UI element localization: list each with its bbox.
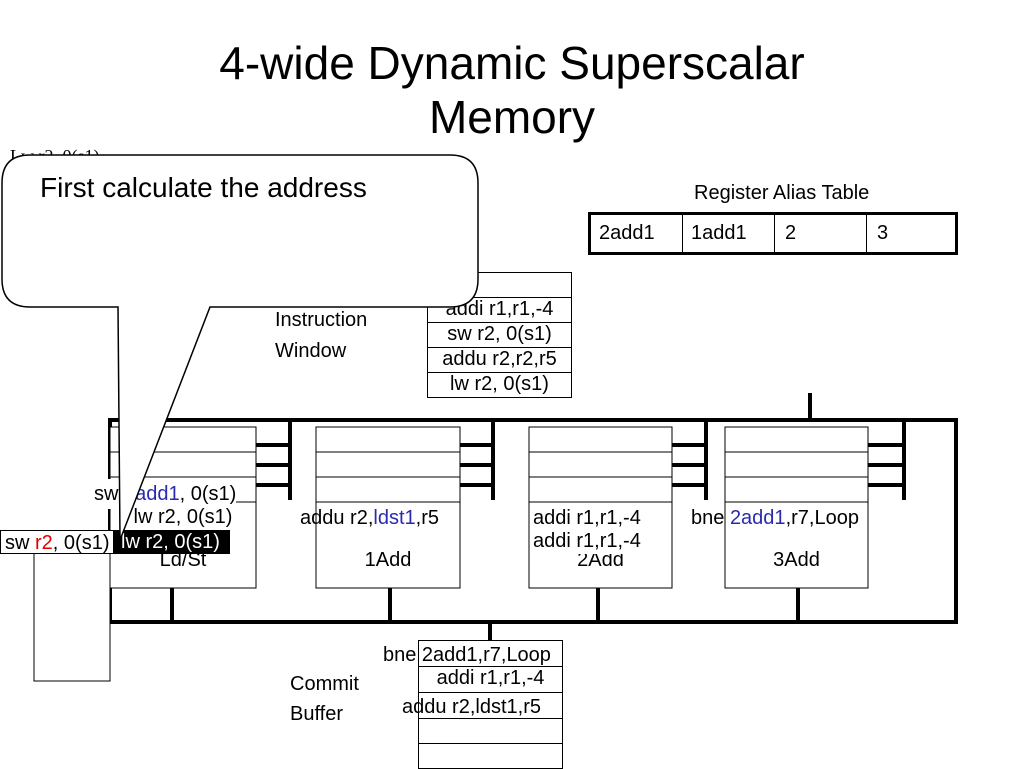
rat-label: Register Alias Table bbox=[694, 182, 870, 204]
store-output-reg: r2 bbox=[35, 532, 53, 554]
ldst-executing-entry: lw r2, 0(s1) bbox=[113, 530, 230, 554]
store-buffer-box bbox=[33, 549, 111, 682]
add3-entry: bne 2add1,r7,Loop bbox=[691, 507, 859, 529]
unit-1add-box bbox=[315, 426, 461, 589]
commit-entry-2: addu r2,ldst1,r5 bbox=[402, 692, 563, 719]
rat-cell-0: 2add1 bbox=[591, 215, 683, 252]
add3-tag: 2add1 bbox=[729, 507, 786, 529]
rat-cell-2: 2 bbox=[775, 215, 867, 252]
commit-entry-0: bne 2add1,r7,Loop bbox=[383, 640, 563, 667]
unit-1add-label: 1Add bbox=[364, 549, 412, 571]
commit-entry-3 bbox=[418, 718, 563, 744]
unit-ldst-label: Ld/St bbox=[159, 549, 207, 571]
unit-3add-box bbox=[724, 426, 869, 589]
unit-2add-label: 2Add bbox=[577, 549, 624, 571]
commit-buffer-label-2: Buffer bbox=[290, 703, 343, 725]
add1-entry: addu r2,ldst1,r5 bbox=[300, 507, 439, 529]
slide-title: 4-wide Dynamic Superscalar Memory bbox=[0, 36, 1024, 144]
add2-entry-2: addi r1,r1,-4 bbox=[533, 528, 641, 554]
iw-entry-2: sw r2, 0(s1) bbox=[427, 322, 572, 348]
title-line-1: 4-wide Dynamic Superscalar bbox=[219, 37, 805, 89]
commit-entry-1: addi r1,r1,-4 bbox=[418, 666, 563, 693]
title-line-2: Memory bbox=[428, 91, 596, 143]
callout-text: First calculate the address bbox=[40, 172, 367, 203]
rat-cell-1: 1add1 bbox=[683, 215, 775, 252]
ldst-entry-sw: sw 1add1, 0(s1) bbox=[94, 479, 237, 509]
add1-tag: ldst1 bbox=[373, 507, 416, 529]
instruction-window-label-2: Window bbox=[275, 340, 347, 362]
instruction-window-label-1: Instruction bbox=[275, 309, 368, 331]
rat-table: 2add1 1add1 2 3 bbox=[588, 212, 958, 255]
ldst-entry-lw: lw r2, 0(s1) bbox=[133, 506, 233, 528]
rat-cell-3: 3 bbox=[877, 222, 889, 244]
commit-buffer-label-1: Commit bbox=[290, 673, 359, 695]
unit-3add-label: 3Add bbox=[773, 549, 820, 571]
feed-lines bbox=[170, 420, 906, 640]
iw-entry-4: lw r2, 0(s1) bbox=[427, 372, 572, 398]
